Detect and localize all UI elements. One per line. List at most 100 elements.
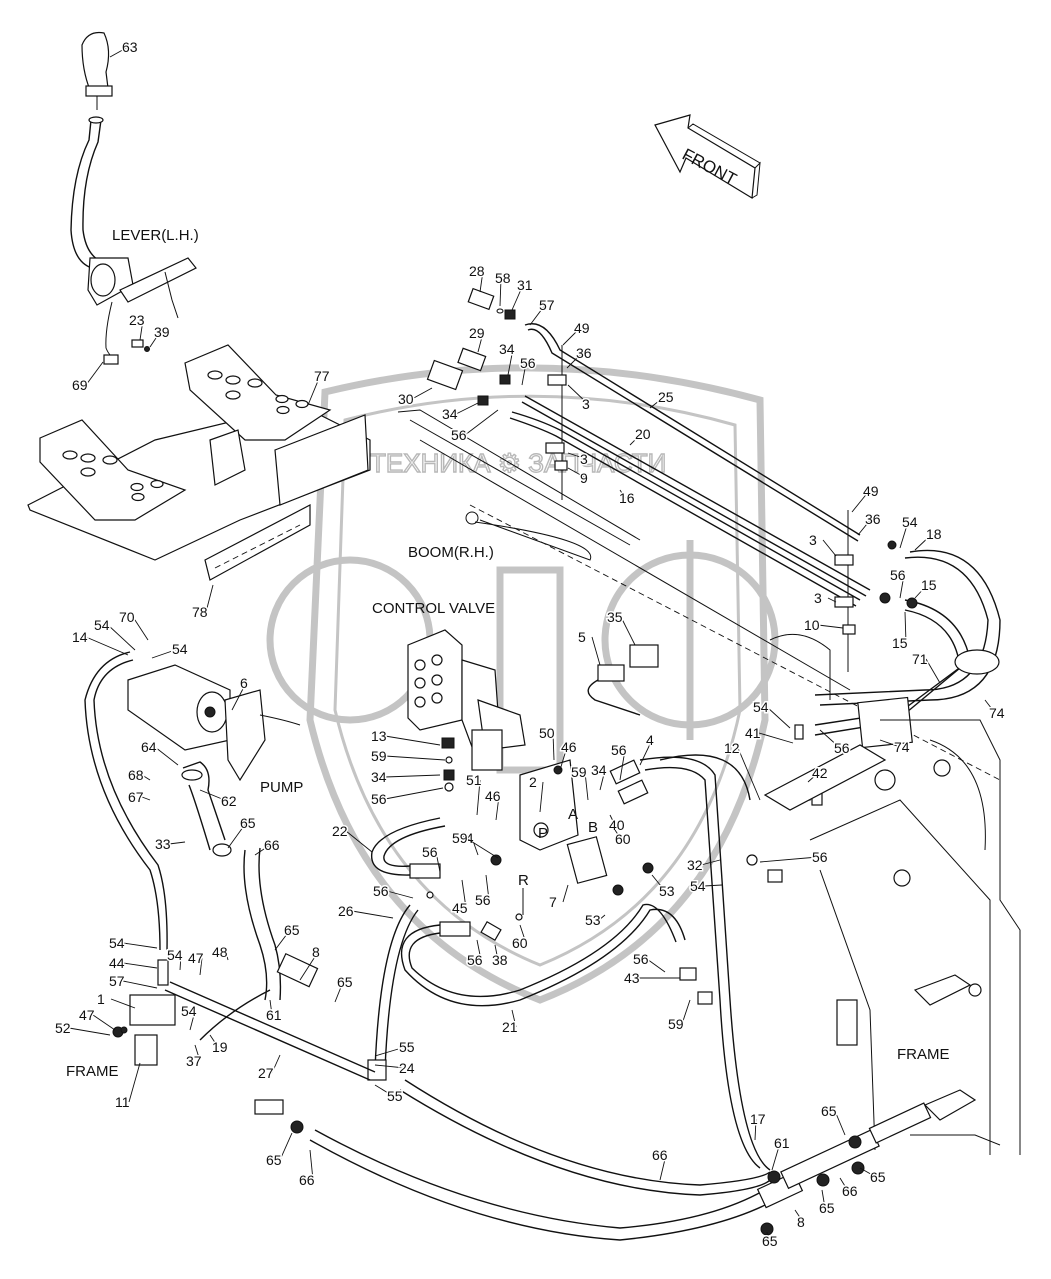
control-valve: CONTROL VALVE P A B R [372,600,608,915]
callout-leader [771,1142,781,1171]
callout-49: 49 [863,483,879,499]
callout-54: 54 [172,641,188,657]
callout-56: 56 [812,849,828,865]
callout-61: 61 [266,1007,282,1023]
callout-leader [649,396,665,409]
right-hose-bundle [814,540,1001,749]
callout-leader [759,856,819,863]
callout-leader [476,779,481,816]
callout-57: 57 [539,297,555,313]
callout-3: 3 [814,590,822,606]
callout-leader [758,732,794,744]
callout-16: 16 [619,490,635,506]
callout-leader [309,1149,314,1181]
callout-leader [149,331,161,348]
callout-68: 68 [128,767,144,783]
callout-66: 66 [652,1147,668,1163]
callout-leader [766,706,791,729]
callout-leader [307,375,321,406]
callout-leader [274,929,291,951]
callout-leader [659,1154,667,1181]
callout-leader [519,924,527,944]
callout-66: 66 [264,837,280,853]
callout-69: 69 [72,377,88,393]
left-bracket: FRAME [66,952,376,1081]
callout-44: 44 [109,955,125,971]
callout-13: 13 [371,728,387,744]
callout-leader [122,962,158,969]
callout-37: 37 [186,1053,202,1069]
callout-leader [821,1189,826,1209]
callout-34: 34 [442,406,458,422]
callout-leader [539,781,544,813]
callout-leader [609,814,616,826]
callout-leader [794,1209,804,1223]
callout-56: 56 [422,844,438,860]
callout-17: 17 [750,1111,766,1127]
callout-leader [374,1046,406,1057]
pump: PUMP [127,664,303,1001]
callout-leader [461,879,467,909]
callout-leader [476,939,482,961]
callout-leader [92,1014,116,1031]
callout-leader [107,624,136,651]
callout-leader [132,616,149,641]
callout-leader [179,954,182,971]
callout-leader [620,616,636,646]
callout-31: 31 [517,277,533,293]
callout-leader [567,452,587,460]
callout-leader [839,1177,849,1192]
callout-54: 54 [109,935,125,951]
callout-leader [168,841,186,845]
callout-leader [109,46,129,58]
callout-leader [85,361,104,386]
callout-50: 50 [539,725,555,741]
callout-leader [925,658,941,684]
callout-66: 66 [299,1172,315,1188]
callout-leader [435,851,441,873]
callout-24: 24 [399,1060,415,1076]
callout-9: 9 [580,470,588,486]
callout-leader [807,772,819,783]
callout-leader [681,999,691,1025]
callout-leader [817,624,844,629]
callout-leader [122,980,158,989]
callout-leader [737,747,761,801]
callout-leader [567,384,589,405]
callout-5: 5 [578,629,586,645]
callout-leader [599,769,606,791]
callout-57: 57 [109,973,125,989]
callout-leader [271,1054,281,1074]
callout-leader [110,998,136,1009]
callout-30: 30 [398,391,414,407]
callout-54: 54 [94,617,110,633]
callout-leader [374,1084,394,1097]
callout-leader [904,611,907,644]
callout-1: 1 [97,991,105,1007]
label-control-valve: CONTROL VALVE [372,600,495,617]
callout-leader [479,270,484,293]
callout-65: 65 [266,1152,282,1168]
callout-56: 56 [451,427,467,443]
callout-leader [225,951,229,961]
callout-39: 39 [154,324,170,340]
callout-65: 65 [819,1200,835,1216]
callout-leader [584,771,589,801]
callout-8: 8 [797,1214,805,1230]
callout-12: 12 [724,740,740,756]
callout-66: 66 [842,1183,858,1199]
callout-47: 47 [79,1007,95,1023]
callout-leader [651,874,666,892]
callout-leader [471,837,479,856]
callout-42: 42 [812,765,828,781]
callout-26: 26 [338,903,354,919]
callout-20: 20 [635,426,651,442]
callout-8: 8 [312,944,320,960]
callout-34: 34 [371,769,387,785]
callout-56: 56 [520,355,536,371]
callout-54: 54 [167,947,183,963]
callout-56: 56 [373,883,389,899]
callout-leader [384,787,444,800]
callout-27: 27 [258,1065,274,1081]
callout-leader [299,951,319,981]
